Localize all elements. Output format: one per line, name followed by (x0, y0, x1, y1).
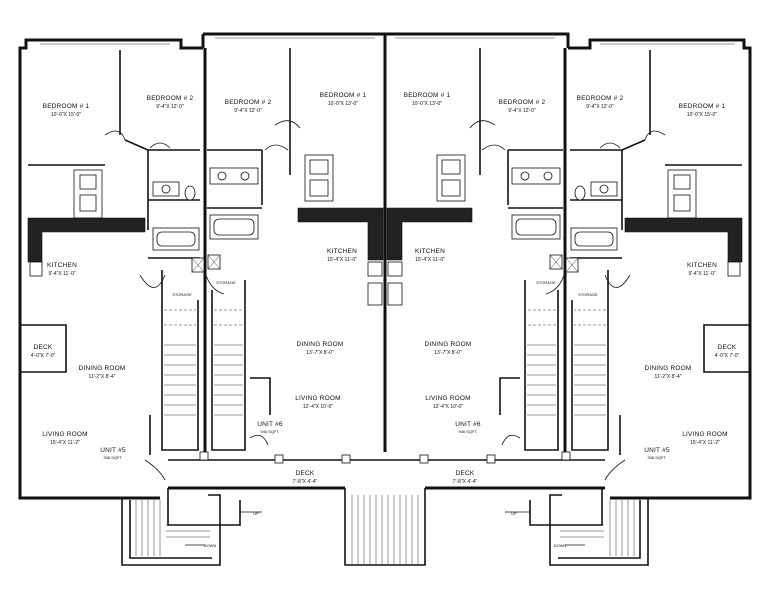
room-name: KITCHEN (327, 248, 357, 255)
storage-label: STORAGE (216, 280, 236, 285)
room-name: DECK (34, 344, 53, 351)
room-size: 9'-4"X 12'-0" (586, 104, 614, 110)
unit-area: 936 SQFT. (103, 455, 122, 460)
room-name: LIVING ROOM (682, 431, 728, 438)
room-size: 10'-0"X 13'-0" (412, 101, 442, 107)
room-name: DECK (718, 344, 737, 351)
room-name: BEDROOM # 1 (679, 103, 726, 110)
room-name: KITCHEN (47, 262, 77, 269)
stair-down-label: DOWN (554, 543, 567, 548)
unit-area: 946 SQFT. (458, 429, 477, 434)
unit-name: UNIT #6 (257, 421, 283, 428)
storage-label: STORAGE (172, 292, 192, 297)
unit-name: UNIT #6 (455, 421, 481, 428)
room-size: 10'-0"X 15'-0" (687, 112, 717, 118)
room-size: 11'-2"X 8'-4" (654, 374, 681, 380)
unit6-left-walls (161, 48, 384, 451)
building-shell (18, 32, 752, 500)
room-name: DINING ROOM (645, 365, 692, 372)
room-size: 9'-4"X 11'-0" (688, 271, 715, 277)
room-name: BEDROOM # 1 (404, 92, 451, 99)
room-name: BEDROOM # 1 (320, 92, 367, 99)
stair-labels: UP UP DOWN DOWN (204, 511, 567, 548)
room-size: 15'-4"X 11'-0" (327, 257, 357, 263)
room-name: BEDROOM # 1 (43, 103, 90, 110)
room-name: KITCHEN (415, 248, 445, 255)
room-size: 13'-7"X 8'-0" (306, 350, 334, 356)
unit6-left-labels: BEDROOM # 2 9'-4"X 12'-0" BEDROOM # 1 10… (172, 92, 366, 485)
room-name: KITCHEN (687, 262, 717, 269)
room-name: DECK (456, 470, 475, 477)
room-size: 9'-4"X 12'-0" (508, 108, 536, 114)
stair-up-label: UP (511, 511, 517, 516)
unit-area: 936 SQFT. (647, 455, 666, 460)
room-size: 15'-4"X 11'-2" (50, 440, 80, 446)
unit6-right-walls (386, 48, 609, 451)
room-size: 9'-4"X 12'-0" (156, 104, 184, 110)
room-name: BEDROOM # 2 (225, 99, 272, 106)
room-name: LIVING ROOM (295, 395, 341, 402)
room-name: BEDROOM # 2 (499, 99, 546, 106)
front-decks (121, 451, 649, 566)
room-name: DINING ROOM (425, 341, 472, 348)
room-size: 4'-0"X 7'-0" (715, 353, 740, 359)
unit5-right-walls (565, 50, 750, 481)
room-name: DINING ROOM (297, 341, 344, 348)
room-size: 7'-8"X 4'-4" (453, 479, 478, 485)
unit5-right-labels: BEDROOM # 2 9'-4"X 12'-0" BEDROOM # 1 10… (577, 95, 740, 460)
room-name: DINING ROOM (79, 365, 126, 372)
room-name: BEDROOM # 2 (147, 95, 194, 102)
room-size: 9'-4"X 12'-0" (234, 108, 262, 114)
room-size: 15'-4"X 11'-2" (690, 440, 720, 446)
room-size: 4'-0"X 7'-0" (31, 353, 56, 359)
unit-name: UNIT #5 (644, 447, 670, 454)
storage-label: STORAGE (578, 292, 598, 297)
room-size: 12'-4"X 10'-0" (303, 404, 333, 410)
room-size: 7'-8"X 4'-4" (293, 479, 318, 485)
room-size: 12'-4"X 10'-0" (433, 404, 463, 410)
room-name: DECK (296, 470, 315, 477)
unit5-left-labels: BEDROOM # 1 10'-0"X 15'-0" BEDROOM # 2 9… (31, 95, 194, 460)
storage-label: STORAGE (536, 280, 556, 285)
room-size: 15'-4"X 11'-0" (415, 257, 445, 263)
unit6-right-labels: BEDROOM # 1 10'-0"X 13'-0" BEDROOM # 2 9… (404, 92, 598, 485)
unit5-left-walls (20, 50, 205, 481)
room-size: 9'-4"X 11'-0" (48, 271, 75, 277)
stair-down-label: DOWN (204, 543, 217, 548)
room-name: LIVING ROOM (425, 395, 471, 402)
room-size: 10'-0"X 15'-0" (51, 112, 81, 118)
unit-name: UNIT #5 (100, 447, 126, 454)
stair-up-label: UP (253, 511, 259, 516)
room-size: 10'-0"X 13'-0" (328, 101, 358, 107)
room-size: 11'-2"X 8'-4" (88, 374, 115, 380)
unit-area: 946 SQFT. (260, 429, 279, 434)
room-size: 13'-7"X 8'-0" (434, 350, 462, 356)
room-name: BEDROOM # 2 (577, 95, 624, 102)
room-name: LIVING ROOM (42, 431, 88, 438)
